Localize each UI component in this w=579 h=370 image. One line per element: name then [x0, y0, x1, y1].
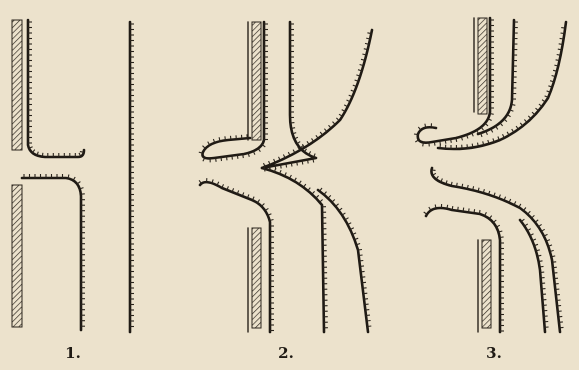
figure-1-wall-upper — [28, 20, 84, 157]
figure-3-diagram — [414, 18, 566, 332]
figure-1-hatched-layer-lower — [12, 185, 22, 327]
figure-1-hatched-layer-upper — [12, 20, 22, 150]
figure-3-label: 3. — [474, 344, 514, 362]
figure-3-fold-inner-upper — [438, 22, 566, 149]
figure-1-wall-lower-ticks — [24, 174, 85, 326]
figure-3-fold-middle — [431, 168, 560, 332]
figure-1-diagram — [12, 20, 134, 332]
figure-2-wall-outer-upper-ticks — [264, 24, 372, 172]
figure-3-wall-right-lower — [520, 220, 545, 332]
figure-1-wall-upper-ticks — [28, 22, 84, 157]
figure-1-wall-lower — [22, 178, 81, 330]
figure-2-diagram — [199, 22, 372, 332]
figure-2-hatched-layer-lower — [252, 228, 261, 328]
figure-2-loop-lower-ticks — [199, 178, 274, 330]
figure-2-wall-outer-upper — [262, 22, 372, 168]
figure-2-hatched-layer-upper — [252, 22, 261, 140]
figure-3-hatched-layer-lower — [482, 240, 491, 328]
figure-3-fold-inner-upper-ticks — [440, 28, 565, 149]
figure-2-label: 2. — [266, 344, 306, 362]
figure-1-label: 1. — [53, 344, 93, 362]
figure-3-hatched-layer-upper — [478, 18, 487, 114]
